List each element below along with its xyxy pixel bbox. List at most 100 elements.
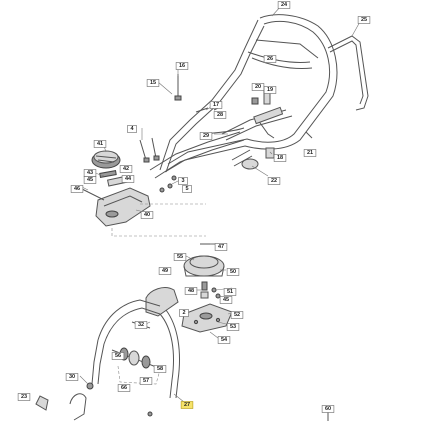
callout-number: 41 [97,141,103,147]
callout-47: 47 [214,243,228,251]
callout-box [158,267,172,275]
callout-number: 44 [125,176,132,182]
callout-25: 25 [357,16,371,24]
callout-number: 58 [157,366,163,372]
upper-handle-frame [159,14,369,173]
callout-number: 55 [177,254,183,260]
callout-number: 32 [138,322,144,328]
callout-18: 18 [273,154,287,162]
callout-53: 53 [226,323,240,331]
callout-number: 16 [179,63,185,69]
callout-number: 4 [130,126,134,132]
callout-box [127,125,137,133]
callout-2: 2 [179,309,189,317]
callout-46: 46 [70,185,84,193]
callout-box [219,296,233,304]
callout-43: 43 [83,169,97,177]
callout-box [357,16,371,24]
callout-15: 15 [146,79,160,87]
callout-21: 21 [303,149,317,157]
callout-box [83,176,97,184]
callout-box [119,165,133,173]
callout-number: 18 [277,155,283,161]
callout-box [121,175,135,183]
callout-number: 42 [123,166,129,172]
upper-small-parts [139,74,313,193]
callout-66: 66 [117,384,131,392]
callout-box [65,373,79,381]
callout-4: 4 [127,125,137,133]
callout-number: 43 [87,170,93,176]
callout-40: 40 [140,211,154,219]
callout-box [179,309,189,317]
callout-box [273,154,287,162]
callout-32: 32 [134,321,148,329]
callout-56: 56 [111,352,125,360]
callout-49: 49 [158,267,172,275]
callout-44: 44 [121,175,135,183]
callout-41: 41 [93,140,107,148]
callout-number: 30 [69,374,75,380]
lower-handle-tubes [149,106,293,179]
callout-box [140,211,154,219]
callout-60: 60 [321,405,335,413]
callout-number: 25 [361,17,367,23]
callout-number: 15 [150,80,156,86]
callout-3: 3 [178,177,188,185]
left-knob-cluster [79,150,206,237]
callout-number: 26 [267,56,273,62]
callout-number: 50 [230,269,236,275]
callout-22: 22 [267,177,281,185]
callout-box [182,185,192,193]
callout-54: 54 [217,336,231,344]
callout-5: 5 [182,185,192,193]
callout-box [146,79,160,87]
callout-number: 40 [144,212,150,218]
callout-58: 58 [153,365,167,373]
callout-box [93,140,107,148]
callout-number: 23 [21,394,27,400]
callout-number: 3 [181,178,184,184]
callout-box [213,111,227,119]
callout-27: 27 [180,401,194,409]
callout-number: 52 [234,312,240,318]
callout-box [117,384,131,392]
callout-box [199,132,213,140]
callout-box [184,287,198,295]
callout-number: 51 [227,289,233,295]
callout-box [214,243,228,251]
callout-box [111,352,125,360]
callout-number: 53 [230,324,236,330]
callout-28: 28 [213,111,227,119]
callout-box [263,55,277,63]
callout-number: 56 [115,353,121,359]
callout-box [230,311,244,319]
callout-box [226,323,240,331]
callout-box [70,185,84,193]
callout-number: 17 [213,102,219,108]
lower-plate-assembly [181,243,233,333]
callout-45: 45 [219,296,233,304]
callout-45: 45 [83,176,97,184]
callout-number: 5 [185,186,188,192]
callout-48: 48 [184,287,198,295]
callout-box [303,149,317,157]
callout-number: 27 [184,402,190,408]
callout-17: 17 [209,101,223,109]
callout-box [178,177,188,185]
lower-handle-arch [91,287,180,399]
callout-51: 51 [223,288,237,296]
callout-number: 60 [325,406,331,412]
callout-23: 23 [17,393,31,401]
callout-16: 16 [175,62,189,70]
callout-number: 28 [217,112,223,118]
callout-box [180,401,194,409]
callout-number: 49 [162,268,168,274]
callout-number: 66 [121,385,127,391]
callout-box [139,377,153,385]
callout-number: 45 [87,177,93,183]
callout-number: 46 [74,186,80,192]
callout-29: 29 [199,132,213,140]
callout-box [226,268,240,276]
